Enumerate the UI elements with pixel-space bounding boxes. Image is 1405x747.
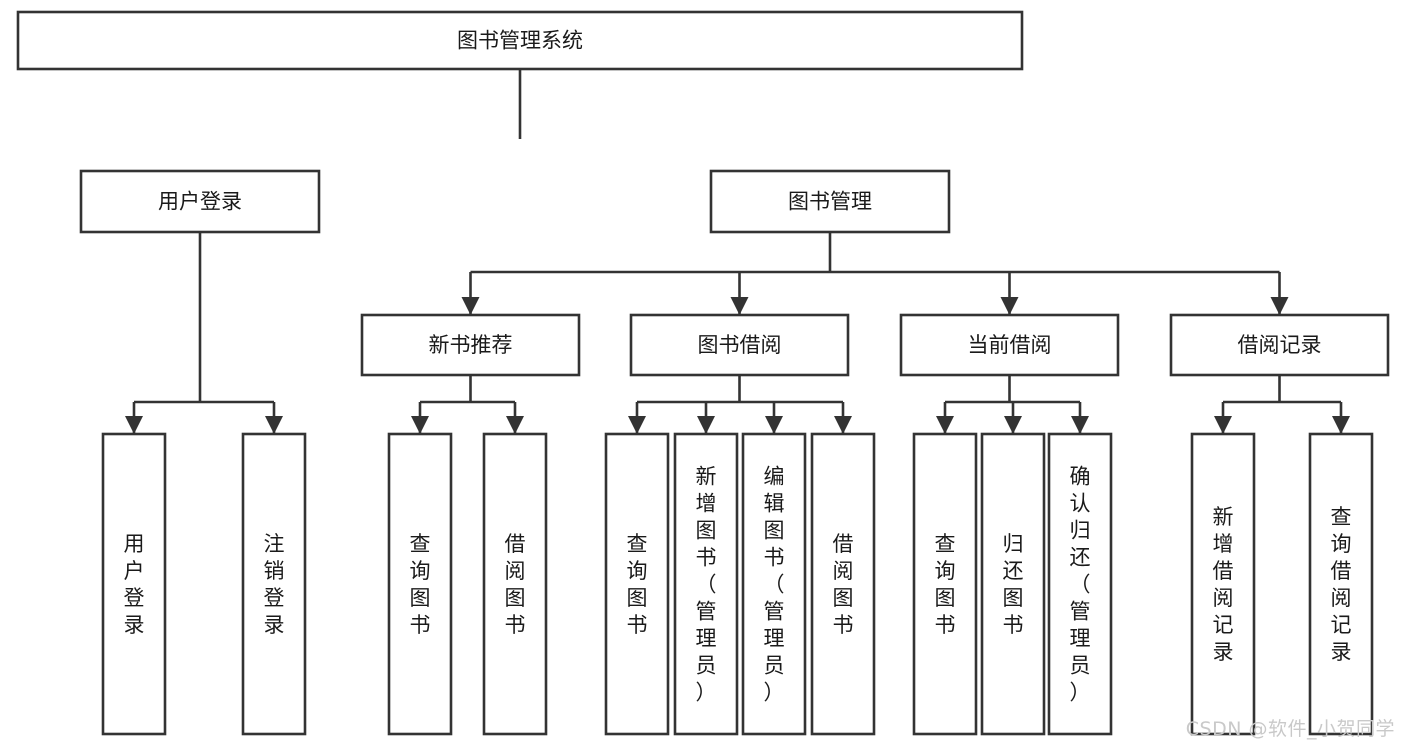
node-label: 查询图书 <box>935 532 956 637</box>
node-label: 查询借阅记录 <box>1331 505 1352 664</box>
node-box[interactable] <box>912 432 978 736</box>
arrow-head-icon <box>1071 416 1089 434</box>
node-label: 图书管理 <box>788 190 872 214</box>
node-box[interactable] <box>241 432 307 736</box>
node-box[interactable] <box>899 313 1120 377</box>
node-查询图书-leaf[interactable]: 查询图书 <box>912 432 978 736</box>
node-确认归还管理员-leaf[interactable]: 确认归还（管理员） <box>1047 432 1113 736</box>
connector-layer <box>125 69 1350 434</box>
node-label: 注销登录 <box>264 532 285 637</box>
node-label: 借阅图书 <box>833 532 854 637</box>
node-label: 新增图书（管理员） <box>696 465 717 705</box>
node-box[interactable] <box>810 432 876 736</box>
node-查询图书-leaf[interactable]: 查询图书 <box>387 432 453 736</box>
node-box[interactable] <box>1190 432 1256 736</box>
arrow-head-icon <box>765 416 783 434</box>
node-box[interactable] <box>387 432 453 736</box>
node-box[interactable] <box>673 432 739 736</box>
arrow-head-icon <box>1332 416 1350 434</box>
node-label: 借阅记录 <box>1238 333 1322 357</box>
node-编辑图书管理员-leaf[interactable]: 编辑图书（管理员） <box>741 432 807 736</box>
node-借阅图书-leaf[interactable]: 借阅图书 <box>482 432 548 736</box>
node-归还图书-leaf[interactable]: 归还图书 <box>980 432 1046 736</box>
arrow-head-icon <box>1270 297 1289 315</box>
node-label: 查询图书 <box>627 532 648 637</box>
node-box[interactable] <box>741 432 807 736</box>
node-新增借阅记录-leaf[interactable]: 新增借阅记录 <box>1190 432 1256 736</box>
node-借阅图书-leaf[interactable]: 借阅图书 <box>810 432 876 736</box>
node-box[interactable] <box>604 432 670 736</box>
node-box[interactable] <box>629 313 850 377</box>
node-box[interactable] <box>1308 432 1374 736</box>
arrow-head-icon <box>1004 416 1022 434</box>
node-label: 归还图书 <box>1003 532 1024 637</box>
node-label: 查询图书 <box>410 532 431 637</box>
node-借阅记录-level2[interactable]: 借阅记录 <box>1169 313 1390 377</box>
node-label: 图书管理系统 <box>457 29 583 53</box>
node-当前借阅-level2[interactable]: 当前借阅 <box>899 313 1120 377</box>
arrow-head-icon <box>265 416 283 434</box>
node-box[interactable] <box>16 10 1024 71</box>
node-label: 用户登录 <box>124 532 145 637</box>
node-查询图书-leaf[interactable]: 查询图书 <box>604 432 670 736</box>
node-label: 编辑图书（管理员） <box>764 465 785 705</box>
node-box[interactable] <box>482 432 548 736</box>
arrow-head-icon <box>125 416 143 434</box>
watermark-label: CSDN @软件_小贺同学 <box>1185 718 1395 740</box>
node-新书推荐-level2[interactable]: 新书推荐 <box>360 313 581 377</box>
node-label: 确认归还（管理员） <box>1070 465 1091 705</box>
node-box[interactable] <box>709 169 951 234</box>
node-label: 用户登录 <box>158 190 242 214</box>
arrow-head-icon <box>834 416 852 434</box>
node-label: 借阅图书 <box>505 532 526 637</box>
arrow-head-icon <box>628 416 646 434</box>
node-图书借阅-level2[interactable]: 图书借阅 <box>629 313 850 377</box>
arrow-head-icon <box>697 416 715 434</box>
node-label: 新增借阅记录 <box>1213 505 1234 664</box>
node-label: 图书借阅 <box>698 333 782 357</box>
node-box[interactable] <box>79 169 321 234</box>
node-box[interactable] <box>1047 432 1113 736</box>
node-layer: 图书管理系统用户登录图书管理新书推荐图书借阅当前借阅借阅记录用户登录注销登录查询… <box>16 10 1390 736</box>
arrow-head-icon <box>1214 416 1232 434</box>
arrow-head-icon <box>730 297 749 315</box>
arrow-head-icon <box>936 416 954 434</box>
node-新增图书管理员-leaf[interactable]: 新增图书（管理员） <box>673 432 739 736</box>
node-图书管理系统-root[interactable]: 图书管理系统 <box>16 10 1024 71</box>
node-用户登录-leaf[interactable]: 用户登录 <box>101 432 167 736</box>
arrow-head-icon <box>461 297 480 315</box>
node-box[interactable] <box>1169 313 1390 377</box>
node-box[interactable] <box>980 432 1046 736</box>
node-注销登录-leaf[interactable]: 注销登录 <box>241 432 307 736</box>
node-box[interactable] <box>360 313 581 377</box>
arrow-head-icon <box>411 416 429 434</box>
node-label: 新书推荐 <box>429 333 513 357</box>
arrow-head-icon <box>506 416 524 434</box>
node-label: 当前借阅 <box>968 333 1052 357</box>
node-查询借阅记录-leaf[interactable]: 查询借阅记录 <box>1308 432 1374 736</box>
node-box[interactable] <box>101 432 167 736</box>
arrow-head-icon <box>1000 297 1019 315</box>
node-用户登录-level1[interactable]: 用户登录 <box>79 169 321 234</box>
node-图书管理-level1[interactable]: 图书管理 <box>709 169 951 234</box>
